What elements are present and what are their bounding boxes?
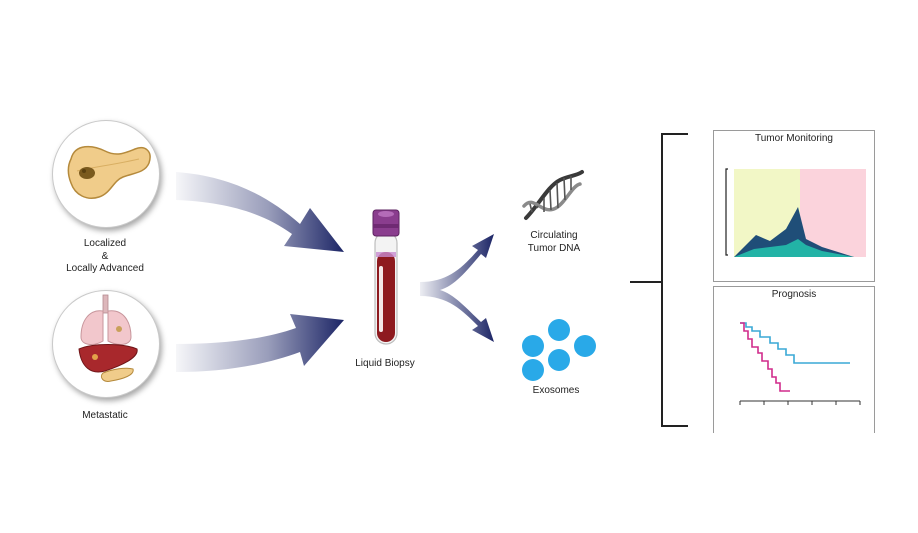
arrow-metastatic-to-biopsy — [176, 314, 344, 372]
organs-illustration — [52, 290, 160, 398]
prognosis-chart — [739, 322, 861, 405]
bracket — [630, 133, 688, 427]
ctdna-label: Circulating Tumor DNA — [512, 230, 596, 255]
tumor-monitoring-title: Tumor Monitoring — [755, 133, 833, 144]
prognosis-panel: Prognosis — [713, 286, 875, 433]
km-curve-blue — [740, 322, 850, 364]
blood-tube-icon — [372, 209, 400, 345]
pancreas-illustration — [52, 120, 160, 228]
localized-text: Localized — [83, 238, 127, 249]
km-curve-magenta — [740, 322, 790, 392]
monitoring-teal-area — [734, 239, 854, 257]
exosomes-icon — [522, 319, 596, 381]
dna-icon — [522, 170, 584, 220]
prognosis-title: Prognosis — [771, 289, 817, 300]
monitoring-dark-area — [734, 207, 854, 257]
tumor-monitoring-panel: Tumor Monitoring — [713, 130, 875, 282]
ctdna-line2: Tumor DNA — [527, 242, 581, 254]
pancreas-icon — [67, 145, 151, 199]
stage-metastatic-label: Metastatic — [82, 410, 128, 421]
liquid-biopsy-label: Liquid Biopsy — [355, 358, 415, 369]
arrow-localized-to-biopsy — [176, 172, 344, 252]
lungs-liver-icon — [78, 294, 138, 382]
stage-localized-label: Localized & Locally Advanced — [40, 238, 170, 276]
ctdna-line1: Circulating — [530, 230, 578, 241]
locally-advanced-text: Locally Advanced — [66, 263, 144, 274]
ampersand-text: & — [101, 250, 109, 262]
arrow-biopsy-split — [420, 234, 494, 342]
exosomes-label: Exosomes — [532, 385, 580, 396]
tumor-monitoring-chart — [725, 168, 866, 257]
